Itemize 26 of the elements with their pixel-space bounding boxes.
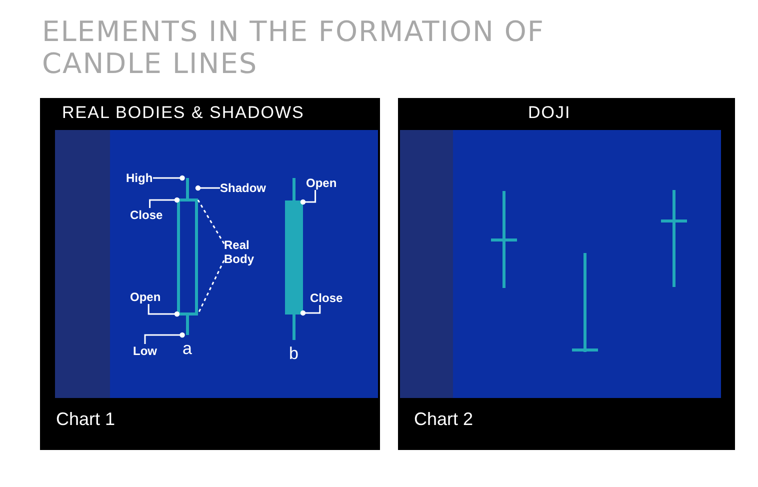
callout-label: Open <box>130 290 161 304</box>
callout-label: Shadow <box>220 181 266 195</box>
callout-label: High <box>126 171 153 185</box>
callout-label: Close <box>310 291 343 305</box>
callout-label: Open <box>306 176 337 190</box>
callout-label: Real Body <box>224 238 264 266</box>
leader-line <box>197 200 225 244</box>
chart-panel <box>40 98 380 450</box>
leader-line <box>195 185 220 191</box>
chart-panel <box>398 98 735 450</box>
leader-line <box>144 332 185 344</box>
panel-heading: DOJI <box>528 103 571 123</box>
chart-caption: Chart 1 <box>56 409 116 430</box>
candle-letter: b <box>289 344 298 364</box>
callout-label: Close <box>130 208 163 222</box>
candle-letter: a <box>182 339 192 359</box>
leader-line <box>300 305 321 316</box>
chart-caption: Chart 2 <box>414 409 474 430</box>
callout-label: Low <box>133 344 157 358</box>
panel-heading: REAL BODIES & SHADOWS <box>62 103 304 123</box>
leader-line <box>153 175 185 181</box>
title: ELEMENTS IN THE FORMATION OF CANDLE LINES <box>42 16 546 80</box>
leader-line <box>197 260 225 314</box>
leader-line <box>149 197 180 208</box>
leader-line <box>300 190 316 205</box>
leader-line <box>148 304 180 317</box>
